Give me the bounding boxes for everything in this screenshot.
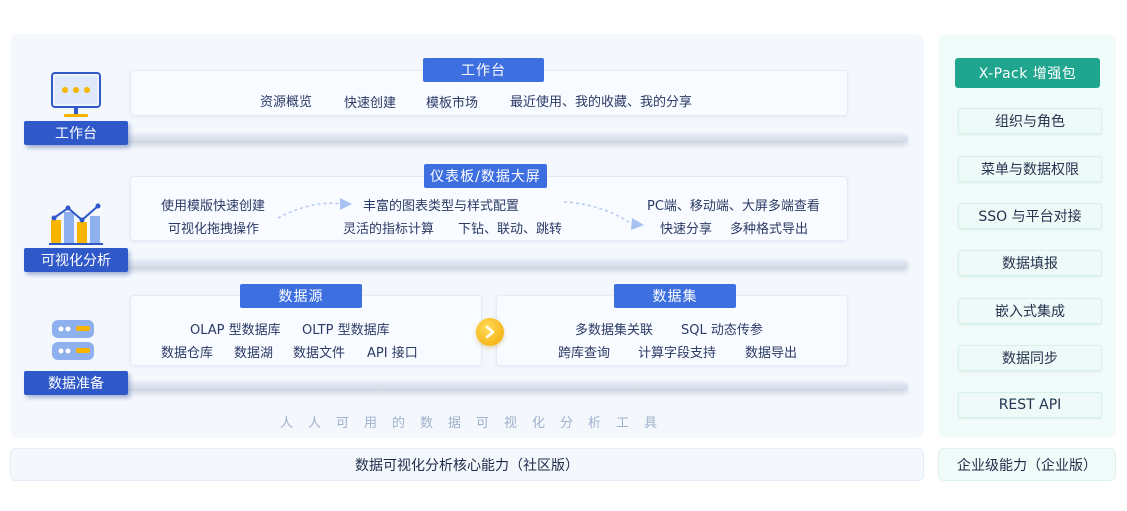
enterprise-item-data-sync: 数据同步 xyxy=(958,345,1102,371)
workbench-icon xyxy=(50,72,104,120)
workbench-shelf xyxy=(30,133,908,143)
analysis-shelf xyxy=(30,259,908,269)
workbench-item-quick-create[interactable]: 快速创建 xyxy=(344,96,397,111)
footer-community-edition: 数据可视化分析核心能力（社区版） xyxy=(10,448,924,481)
analysis-multi-device: PC端、移动端、大屏多端查看 xyxy=(647,199,820,214)
source-lake: 数据湖 xyxy=(234,346,274,361)
dataset-card xyxy=(496,295,848,366)
analysis-chart-types: 丰富的图表类型与样式配置 xyxy=(363,199,520,214)
dataset-tag: 数据集 xyxy=(614,284,736,308)
prep-icon xyxy=(50,318,96,362)
dashboard-screen-tag: 仪表板/数据大屏 xyxy=(424,164,547,188)
prep-label: 数据准备 xyxy=(24,371,128,395)
dataset-cross-db: 跨库查询 xyxy=(558,346,611,361)
workbench-label: 工作台 xyxy=(24,121,128,145)
chart-icon xyxy=(49,203,103,245)
footer-enterprise-edition: 企业级能力（企业版） xyxy=(938,448,1116,481)
source-file: 数据文件 xyxy=(293,346,346,361)
enterprise-item-org-roles: 组织与角色 xyxy=(958,108,1102,134)
analysis-template-create: 使用模版快速创建 xyxy=(161,199,266,214)
analysis-drag-drop: 可视化拖拽操作 xyxy=(168,222,260,237)
prep-shelf xyxy=(30,381,908,391)
analysis-quick-share: 快速分享 xyxy=(660,222,713,237)
analysis-metric-calc: 灵活的指标计算 xyxy=(343,222,435,237)
monitor-icon xyxy=(51,72,101,117)
enterprise-item-rest-api: REST API xyxy=(958,392,1102,418)
enterprise-item-data-fill: 数据填报 xyxy=(958,250,1102,276)
workbench-item-overview[interactable]: 资源概览 xyxy=(260,95,313,110)
dataset-multi-join: 多数据集关联 xyxy=(575,323,654,338)
source-warehouse: 数据仓库 xyxy=(161,346,214,361)
tagline: 人人可用的数据可视化分析工具 xyxy=(280,416,673,431)
analysis-icon xyxy=(48,200,104,246)
enterprise-item-permissions: 菜单与数据权限 xyxy=(958,156,1102,182)
dataset-export: 数据导出 xyxy=(745,346,798,361)
flow-arrow-2 xyxy=(563,201,644,230)
source-api: API 接口 xyxy=(367,346,418,361)
flow-arrow-1 xyxy=(277,198,352,219)
datasource-tag: 数据源 xyxy=(240,284,362,308)
database-icon xyxy=(52,320,94,360)
source-olap: OLAP 型数据库 xyxy=(190,323,281,338)
source-oltp: OLTP 型数据库 xyxy=(302,323,390,338)
analysis-label: 可视化分析 xyxy=(24,248,128,272)
arrow-right-icon xyxy=(476,318,504,346)
workbench-item-recent[interactable]: 最近使用、我的收藏、我的分享 xyxy=(510,95,693,110)
xpack-header: X-Pack 增强包 xyxy=(955,58,1100,88)
workbench-tag: 工作台 xyxy=(423,58,544,82)
dataset-sql-params: SQL 动态传参 xyxy=(681,323,763,338)
analysis-export-formats: 多种格式导出 xyxy=(730,222,809,237)
dataset-calc-field: 计算字段支持 xyxy=(638,346,717,361)
enterprise-capabilities-panel xyxy=(938,34,1116,438)
enterprise-item-embedded: 嵌入式集成 xyxy=(958,298,1102,324)
enterprise-item-sso: SSO 与平台对接 xyxy=(958,203,1102,229)
analysis-drill-link-jump: 下钻、联动、跳转 xyxy=(458,222,563,237)
workbench-item-template-market[interactable]: 模板市场 xyxy=(426,96,479,111)
